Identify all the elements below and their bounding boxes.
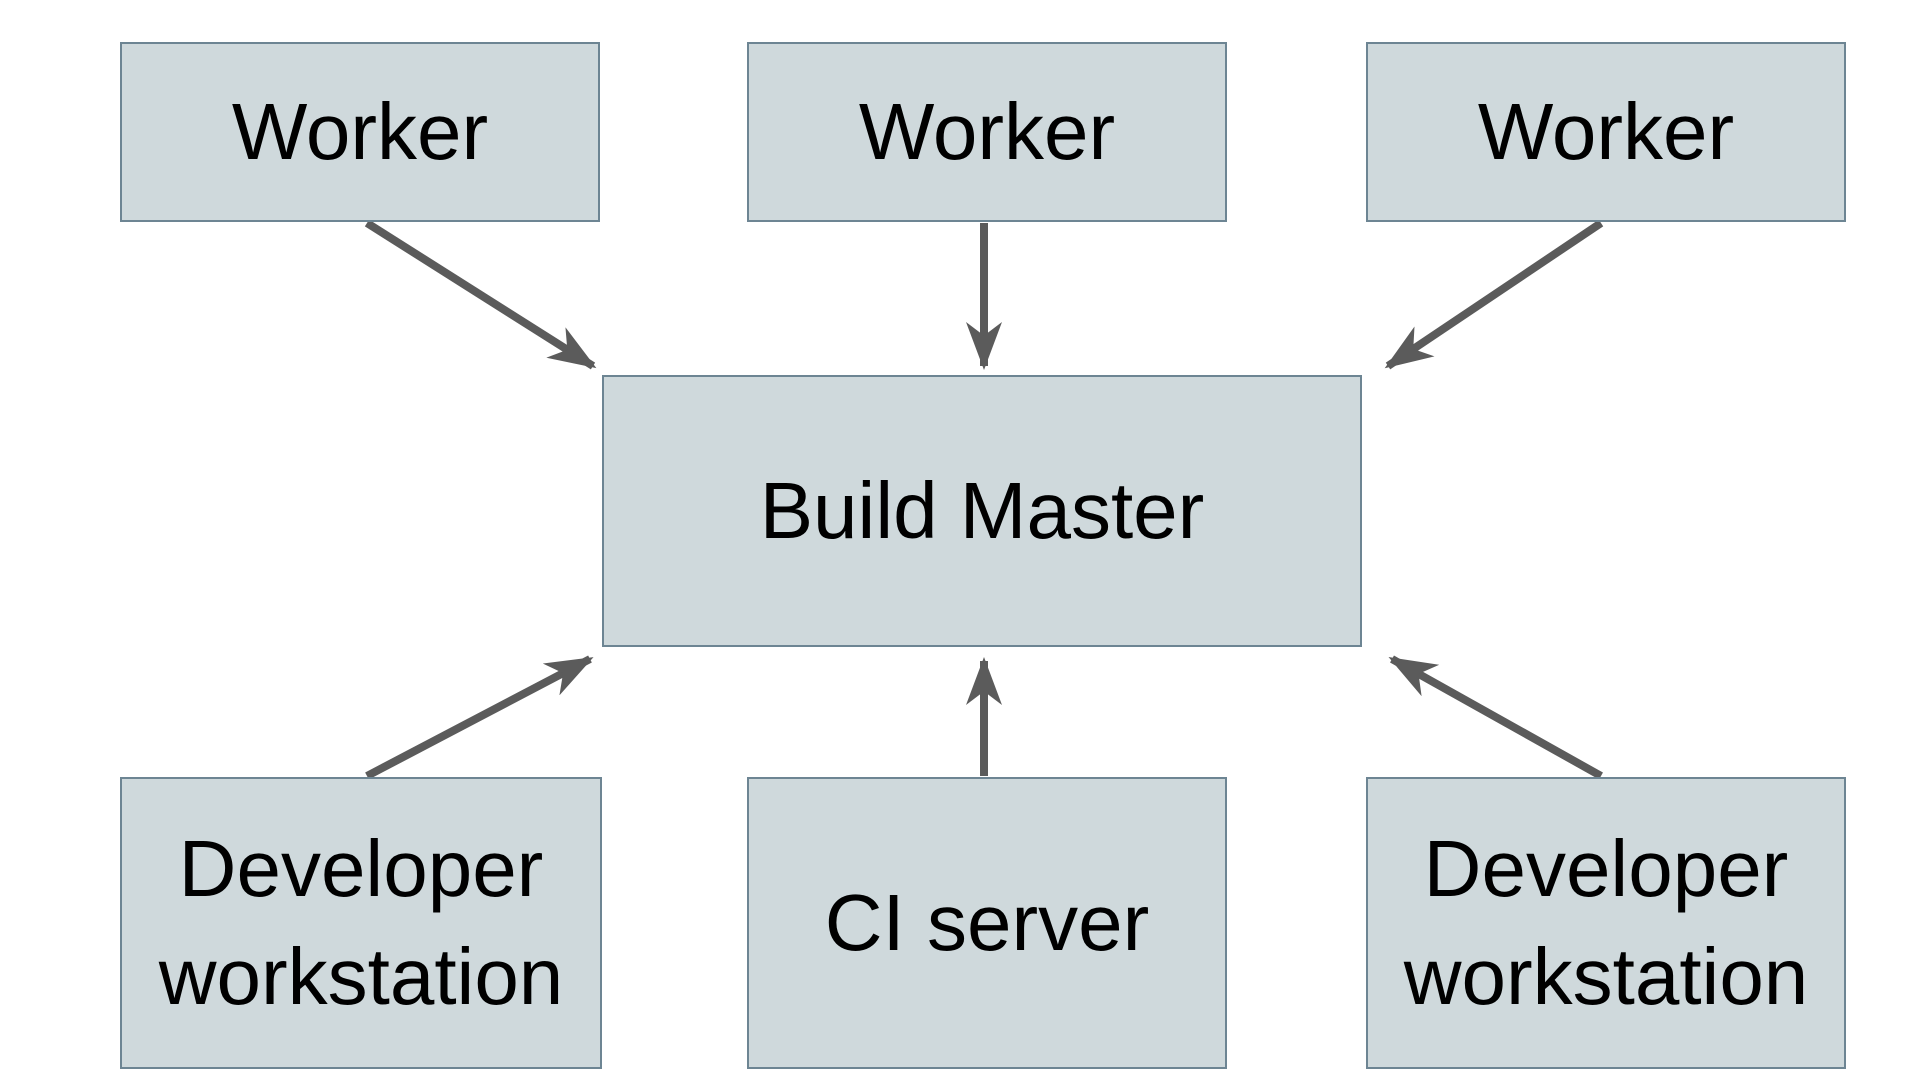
node-developer-workstation-1: Developer workstation — [120, 777, 602, 1069]
node-developer-workstation-2: Developer workstation — [1366, 777, 1846, 1069]
node-worker-2: Worker — [747, 42, 1227, 222]
node-worker-1-label: Worker — [231, 87, 489, 176]
node-worker-3: Worker — [1366, 42, 1846, 222]
node-ci-server: CI server — [747, 777, 1227, 1069]
node-worker-3-label: Worker — [1477, 87, 1735, 176]
edge-devworkstation1-to-buildmaster — [365, 655, 594, 780]
node-build-master: Build Master — [602, 375, 1362, 647]
edge-worker3-to-buildmaster — [1384, 219, 1604, 370]
node-build-master-label: Build Master — [759, 466, 1205, 555]
edge-devworkstation2-to-buildmaster — [1388, 655, 1603, 780]
edge-worker1-to-buildmaster — [364, 219, 597, 370]
node-developer-workstation-2-label: Developer workstation — [1403, 824, 1809, 1021]
node-ci-server-label: CI server — [824, 878, 1150, 967]
node-worker-2-label: Worker — [858, 87, 1116, 176]
node-worker-1: Worker — [120, 42, 600, 222]
node-developer-workstation-1-label: Developer workstation — [158, 824, 564, 1021]
